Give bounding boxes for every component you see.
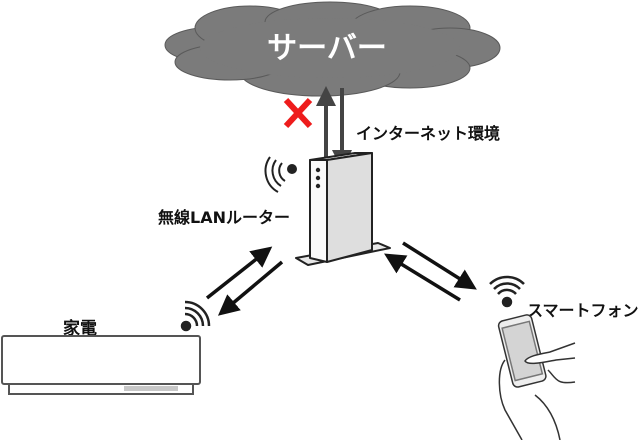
appliance-label: 家電 [63,318,97,339]
router-to-appliance-arrow [217,260,284,316]
air-conditioner-icon [1,335,201,395]
router-label: 無線LANルーター [158,208,290,227]
smartphone-icon [497,314,576,440]
internet-label: インターネット環境 [356,124,500,143]
router-to-phone-arrow [402,241,477,290]
appliance-wifi-icon [180,300,211,332]
appliance-to-router-arrow [205,246,273,300]
smartphone-label: スマートフォン [527,301,639,320]
phone-to-router-arrow [384,253,461,302]
server-cloud [164,1,501,97]
phone-wifi-icon [489,275,525,308]
server-label: サーバー [267,31,387,66]
router-wifi-icon [264,156,297,193]
red-x-icon [283,97,313,129]
router-icon [295,152,391,266]
